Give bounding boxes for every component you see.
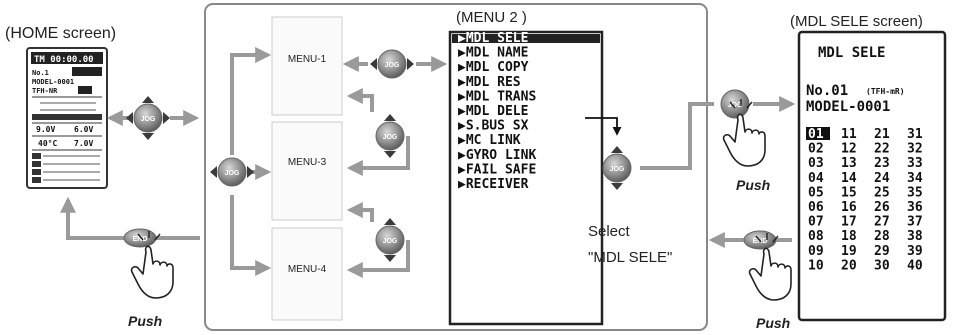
model-slot[interactable]: 24 <box>874 171 890 186</box>
model-slot[interactable]: 23 <box>874 156 890 171</box>
mdl-sele-model-name: MODEL-0001 <box>806 99 890 115</box>
model-slot[interactable]: 36 <box>907 200 923 215</box>
home-volt3: 7.0V <box>74 139 93 148</box>
home-timer: TM 00:00.00 <box>34 55 94 65</box>
push-label-right: Push <box>756 315 790 331</box>
model-slot[interactable]: 40 <box>907 258 923 273</box>
model-slot[interactable]: 28 <box>874 229 890 244</box>
menu2-item[interactable]: ▶MC LINK <box>458 133 521 148</box>
mdl-sele-number: No.01 <box>806 83 848 99</box>
jog-label-low: JOG <box>383 238 398 245</box>
jog-label-mid: JOG <box>383 134 398 141</box>
model-slot[interactable]: 18 <box>841 229 857 244</box>
home-model-no: No.1 <box>32 69 49 77</box>
model-slot[interactable]: 32 <box>907 142 923 157</box>
home-screen-caption: (HOME screen) <box>5 25 116 42</box>
menu-frame <box>204 3 708 331</box>
arrow-loop-34-bottom <box>346 240 410 278</box>
model-slot[interactable]: 13 <box>841 156 857 171</box>
menu2-item[interactable]: ▶FAIL SAFE <box>458 162 536 177</box>
model-slot[interactable]: 16 <box>841 200 857 215</box>
menu2-item[interactable]: ▶MDL DELE <box>458 104 528 119</box>
model-slot[interactable]: 27 <box>874 215 890 230</box>
menu3-label: MENU-3 <box>288 157 327 168</box>
model-slot[interactable]: 26 <box>874 200 890 215</box>
end-label: END <box>133 236 148 243</box>
select-label-line1: Select <box>588 223 631 240</box>
push-label-left: Push <box>128 313 162 329</box>
arrow-to-menu4 <box>230 195 272 276</box>
mdl-sele-screen: MDL SELE No.01 (TFH-mR) MODEL-0001 01 11 2… <box>797 30 947 322</box>
arrow-loop-13-bottom <box>346 136 410 176</box>
menu2-item[interactable]: ▶S.BUS SX <box>458 119 529 134</box>
menu1-label: MENU-1 <box>288 54 327 65</box>
home-volt1: 9.0V <box>36 125 55 134</box>
model-slot[interactable]: 21 <box>874 127 890 142</box>
menu2-screen: ▶MDL SELE▶MDL NAME▶MDL COPY▶MDL RES▶MDL … <box>448 30 604 326</box>
model-slot[interactable]: 38 <box>907 229 923 244</box>
home-screen: TM 00:00.00 No.1 MODEL-0001 TFH-NR 9.0V … <box>26 47 108 189</box>
model-slot[interactable]: 01 <box>808 127 824 142</box>
menu4-box[interactable]: MENU-4 <box>271 227 343 321</box>
home-temp: 40°C <box>38 139 57 148</box>
jog-label-left: JOG <box>225 170 240 177</box>
model-slot[interactable]: 34 <box>907 171 923 186</box>
select-label-line2: "MDL SELE" <box>588 249 672 266</box>
model-slot[interactable]: 30 <box>874 258 890 273</box>
model-slot[interactable]: 35 <box>907 185 923 200</box>
model-slot[interactable]: 15 <box>841 185 857 200</box>
menu3-box[interactable]: MENU-3 <box>271 121 343 221</box>
model-slot[interactable]: 31 <box>907 127 923 142</box>
arrow-loop-34-top <box>346 202 374 222</box>
home-volt2: 6.0V <box>74 125 93 134</box>
model-slot[interactable]: 33 <box>907 156 923 171</box>
arrow-to-push <box>640 102 714 170</box>
model-slot[interactable]: 12 <box>841 142 857 157</box>
model-slot[interactable]: 37 <box>907 215 923 230</box>
model-slot[interactable]: 02 <box>808 142 824 157</box>
model-slot[interactable]: 05 <box>808 185 824 200</box>
jog-label: JOG <box>141 116 156 123</box>
menu2-item[interactable]: ▶MDL COPY <box>458 60 529 75</box>
home-model-name: MODEL-0001 <box>32 78 74 86</box>
menu2-item[interactable]: ▶GYRO LINK <box>458 148 536 163</box>
model-slot[interactable]: 03 <box>808 156 824 171</box>
jog-label-select: JOG <box>610 166 625 173</box>
model-slot[interactable]: 04 <box>808 171 824 186</box>
model-slot[interactable]: 29 <box>874 244 890 259</box>
jog-label-top: JOG <box>385 62 400 69</box>
model-slot[interactable]: 25 <box>874 185 890 200</box>
select-arrow <box>585 117 622 136</box>
model-slot[interactable]: 11 <box>841 127 857 142</box>
model-slot[interactable]: 39 <box>907 244 923 259</box>
arrow-to-menu1 <box>230 47 272 155</box>
grid-selection-highlight <box>806 127 830 140</box>
model-slot[interactable]: 07 <box>808 215 824 230</box>
model-slot[interactable]: 17 <box>841 215 857 230</box>
menu2-caption: (MENU 2 ) <box>456 9 527 26</box>
mdl-sele-caption: (MDL SELE screen) <box>790 13 923 30</box>
arrow-loop-13-top <box>346 88 374 112</box>
menu1-box[interactable]: MENU-1 <box>271 16 343 116</box>
push-label-top: Push <box>736 177 770 193</box>
menu4-label: MENU-4 <box>288 264 327 275</box>
model-slot[interactable]: 22 <box>874 142 890 157</box>
jog-label-push: JOG <box>728 102 743 109</box>
home-system: TFH-NR <box>32 87 58 95</box>
model-slot[interactable]: 10 <box>808 258 824 273</box>
model-slot[interactable]: 14 <box>841 171 857 186</box>
menu2-item[interactable]: ▶RECEIVER <box>458 177 529 192</box>
mdl-sele-system: (TFH-mR) <box>866 87 905 96</box>
menu2-item[interactable]: ▶MDL NAME <box>458 46 528 61</box>
model-slot[interactable]: 09 <box>808 244 824 259</box>
model-slot[interactable]: 20 <box>841 258 857 273</box>
menu2-item[interactable]: ▶MDL RES <box>458 75 521 90</box>
menu2-item[interactable]: ▶MDL SELE <box>458 31 528 46</box>
model-slot[interactable]: 06 <box>808 200 824 215</box>
menu2-item[interactable]: ▶MDL TRANS <box>458 89 536 104</box>
model-slot[interactable]: 19 <box>841 244 857 259</box>
model-slot[interactable]: 08 <box>808 229 824 244</box>
mdl-sele-title: MDL SELE <box>818 45 885 61</box>
